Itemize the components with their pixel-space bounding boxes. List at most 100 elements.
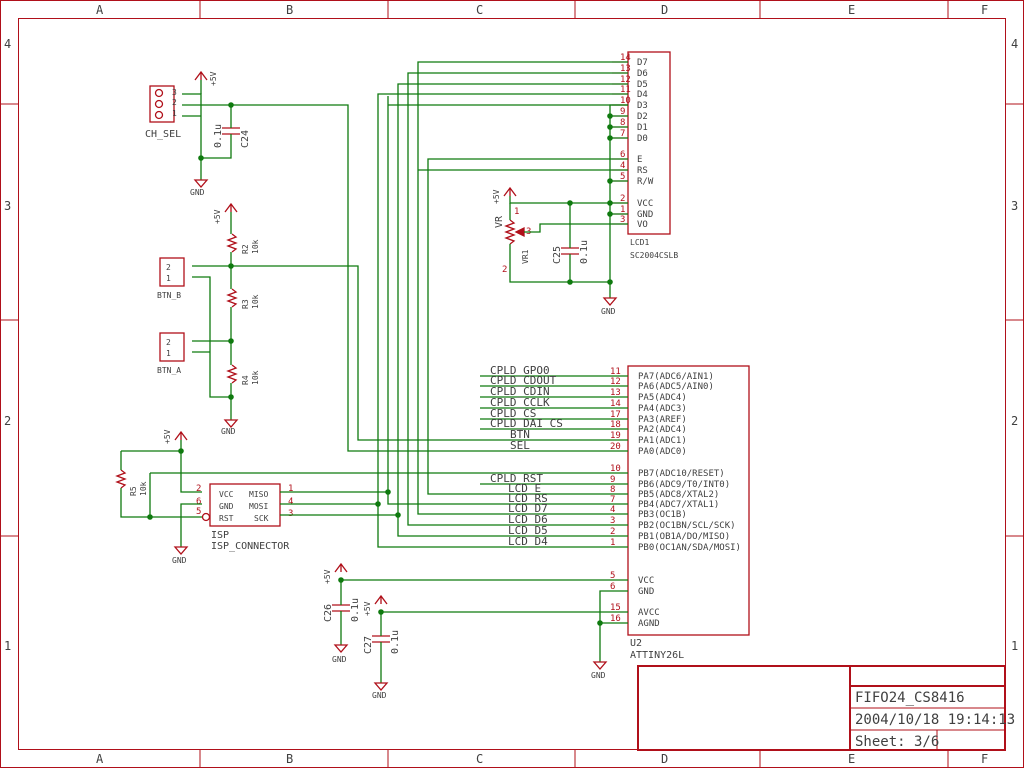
lcd-pin-num-6: 6 [620,150,625,160]
power-symbols: +5V +5V +5V +5V +5V +5V [163,70,517,616]
vcc-label-vr: +5V [492,189,501,204]
ch-sel-pin-3: 3 [172,88,177,97]
grid-row-label-right: 3 [1011,199,1018,213]
u2-pin-num-14: 14 [610,399,621,409]
isp-pin-sck: SCK [254,514,269,523]
r4-resistor: R4 10k [226,364,260,385]
gnd-symbol: GND [172,546,189,565]
lcd-pin-r-w: R/W [637,177,654,187]
u2-pin-num-2: 2 [610,527,615,537]
u2-pin-avcc: AVCC [638,608,660,618]
lcd-pin-num-2: 2 [620,194,625,204]
btn-b-connector: 2 1 BTN_B [157,257,185,300]
r2-name: R2 [241,244,250,254]
net-label-lcd-d6: LCD_D6 [508,513,548,526]
gnd-symbol: GND [332,644,349,664]
isp-pin-gnd: GND [219,502,234,511]
net-label-cpld-dai-cs: CPLD_DAI_CS [490,417,563,430]
vcc-symbol: +5V [194,70,218,86]
lcd-name: LCD1 [630,238,649,247]
lcd-pin-num-8: 8 [620,118,625,128]
net-label-cpld-cdout: CPLD_CDOUT [490,374,557,387]
r4-name: R4 [241,375,250,385]
u2-pin-pa5-adc4: PA5(ADC4) [638,393,687,403]
vcc-symbol: +5V [213,202,238,224]
gnd-symbol: GND [372,682,389,700]
lcd-pin-d3: D3 [637,101,648,111]
btn-b-pin-2: 2 [166,263,171,272]
vcc-symbol: +5V [492,186,517,204]
r3-value: 10k [251,294,260,309]
r5-resistor: R5 10k [115,469,148,496]
btn-b-label: BTN_B [157,291,181,300]
c27-name: C27 [363,636,374,654]
btn-b-pin-1: 1 [166,274,171,283]
u2-pin-num-4: 4 [610,505,615,515]
isp-value: ISP_CONNECTOR [211,541,290,552]
u2-pin-num-5: 5 [610,571,615,581]
grid-column-label-bottom: A [96,752,104,766]
grid-column-label-top: F [981,3,988,17]
lcd-pin-num-13: 13 [620,64,631,74]
isp-pin-mosi: MOSI [249,502,268,511]
u2-pin-num-20: 20 [610,442,621,452]
vr-ref: VR1 [521,249,530,264]
lcd-pin-d2: D2 [637,112,648,122]
gnd-label-c27: GND [372,691,387,700]
net-label-lcd-rs: LCD_RS [508,492,548,505]
u2-pin-num-19: 19 [610,431,621,441]
gnd-label-lcd: GND [601,307,616,316]
u2-pin-num-7: 7 [610,495,615,505]
isp-pin-vcc: VCC [219,490,234,499]
c25-value: 0.1u [579,240,590,264]
c25-capacitor: C25 0.1u [552,240,590,264]
gnd-symbol: GND [591,661,608,680]
vcc-label-r2: +5V [213,209,222,224]
lcd-pin-num-1: 1 [620,205,625,215]
btn-a-label: BTN_A [157,366,181,375]
u2-pin-num-11: 11 [610,367,621,377]
grid-column-label-bottom: D [661,752,668,766]
r2-value: 10k [251,239,260,254]
c24-name: C24 [240,130,251,148]
lcd-pin-num-12: 12 [620,75,631,85]
u2-pin-pb2-oc1bn-scl-sck: PB2(OC1BN/SCL/SCK) [638,521,736,531]
u2-pin-pa7-adc6-ain1: PA7(ADC6/AIN1) [638,372,714,382]
isp-pin-rst: RST [219,514,234,523]
net-label-cpld-cclk: CPLD_CCLK [490,396,550,409]
lcd-pin-d7: D7 [637,58,648,68]
gnd-symbol: GND [601,297,618,316]
title-block-sheet: Sheet: 3/6 [855,734,939,750]
u2-pin-num-6: 6 [610,582,615,592]
u2-pin-pa6-adc5-ain0: PA6(ADC5/AIN0) [638,382,714,392]
net-label-btn: BTN [510,428,530,441]
grid-row-label-right: 2 [1011,414,1018,428]
r4-value: 10k [251,370,260,385]
lcd-pin-num-9: 9 [620,107,625,117]
lcd-pin-vo: VO [637,220,648,230]
u2-pin-vcc: VCC [638,576,654,586]
isp-pin-num-3: 3 [288,509,293,519]
net-label-cpld-rst: CPLD_RST [490,472,543,485]
ch-sel-connector: 3 2 1 CH_SEL [145,85,181,140]
c27-capacitor: C27 0.1u [363,630,401,654]
grid-row-label-right: 4 [1011,37,1018,51]
ch-sel-pin-1: 1 [172,109,177,118]
grid-row-label-right: 1 [1011,639,1018,653]
grid-column-label-top: B [286,3,293,17]
isp-name: ISP [211,530,229,541]
lcd-pin-num-10: 10 [620,96,631,106]
lcd-pin-num-5: 5 [620,172,625,182]
btn-a-pin-2: 2 [166,338,171,347]
u2-pin-num-15: 15 [610,603,621,613]
vr1-potentiometer: VR VR1 1 3 2 [494,207,531,275]
lcd-pin-d5: D5 [637,80,648,90]
lcd-pin-rs: RS [637,166,648,176]
vcc-label-c27: +5V [363,601,372,616]
u2-pin-pb1-ob1a-do-miso: PB1(OB1A/DO/MISO) [638,532,730,542]
vcc-symbol: +5V [323,562,348,584]
net-label-sel: SEL [510,439,530,452]
lcd-value: SC2004CSLB [630,251,678,260]
net-label-lcd-d5: LCD_D5 [508,524,548,537]
